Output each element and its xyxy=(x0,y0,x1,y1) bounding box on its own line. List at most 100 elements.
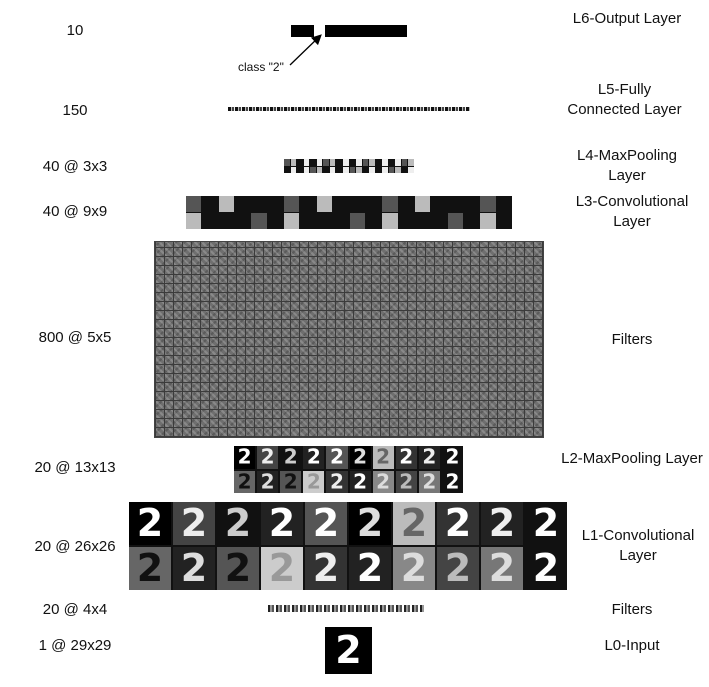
feature-map-cell xyxy=(251,213,267,229)
feature-map-cell xyxy=(267,213,284,229)
feature-map-cell xyxy=(480,213,496,229)
feature-map-cell xyxy=(300,196,316,212)
dim-l0: 1 @ 29x29 xyxy=(38,637,112,654)
feature-map-cell xyxy=(388,166,395,173)
feature-map-cell xyxy=(395,166,401,173)
feature-map-cell xyxy=(401,166,408,173)
filters-800-grid xyxy=(154,241,544,438)
feature-map-cell xyxy=(323,159,329,166)
dim-filters2: 800 @ 5x5 xyxy=(38,329,112,346)
feature-map-cell xyxy=(362,159,369,166)
feature-map-glyph: 2 xyxy=(376,446,391,469)
feature-map-cell xyxy=(284,166,290,173)
label-l0: L0-Input xyxy=(604,637,660,654)
feature-map-cell xyxy=(356,159,362,166)
dim-l4: 40 @ 3x3 xyxy=(42,158,108,175)
feature-map-cell xyxy=(333,213,349,229)
feature-map-glyph: 2 xyxy=(268,502,296,545)
feature-map-cell xyxy=(284,196,300,212)
feature-map-cell xyxy=(431,196,447,212)
label-l5: L5-Fully Connected Layer xyxy=(567,81,682,118)
feature-map-glyph: 2 xyxy=(532,502,560,545)
feature-map-glyph: 2 xyxy=(445,470,460,494)
feature-map-cell xyxy=(356,166,362,173)
feature-map-cell xyxy=(382,159,388,166)
feature-map-cell xyxy=(375,159,382,166)
dim-l3: 40 @ 9x9 xyxy=(42,203,108,220)
feature-map-glyph: 2 xyxy=(237,446,252,469)
dim-filters1: 20 @ 4x4 xyxy=(42,601,108,618)
feature-map: 2 xyxy=(349,446,371,469)
feature-map: 2 xyxy=(173,502,215,545)
feature-map-cell xyxy=(480,196,496,212)
feature-map-glyph: 2 xyxy=(136,547,164,590)
feature-map-glyph: 2 xyxy=(445,446,460,469)
feature-map-cell xyxy=(362,166,369,173)
feature-map-glyph: 2 xyxy=(260,470,275,494)
feature-map-cell xyxy=(202,196,218,212)
feature-map-glyph: 2 xyxy=(312,547,340,590)
feature-map: 2 xyxy=(349,547,391,590)
feature-map-cell xyxy=(336,166,342,173)
feature-map-glyph: 2 xyxy=(136,502,164,545)
feature-map-cell xyxy=(323,166,329,173)
feature-map: 2 xyxy=(437,502,479,545)
feature-map-cell xyxy=(303,159,310,166)
input-digit-glyph: 2 xyxy=(335,627,362,672)
feature-map: 2 xyxy=(372,446,394,469)
feature-map-cell xyxy=(496,213,512,229)
feature-map-glyph: 2 xyxy=(400,547,428,590)
feature-map-glyph: 2 xyxy=(444,547,472,590)
feature-map: 2 xyxy=(395,470,417,494)
filters-20-strip xyxy=(268,605,424,612)
feature-map-cell xyxy=(447,196,463,212)
feature-map-glyph: 2 xyxy=(356,547,384,590)
feature-map: 2 xyxy=(395,446,417,469)
dim-l2: 20 @ 13x13 xyxy=(34,459,116,476)
feature-map: 2 xyxy=(234,446,256,469)
feature-map-glyph: 2 xyxy=(356,502,384,545)
feature-map-cell xyxy=(395,159,401,166)
feature-map-cell xyxy=(297,159,303,166)
feature-map-cell xyxy=(365,213,382,229)
feature-map-glyph: 2 xyxy=(180,547,208,590)
feature-map-cell xyxy=(349,196,365,212)
l3-feature-maps xyxy=(186,196,512,229)
l4-feature-maps xyxy=(284,159,414,173)
feature-map: 2 xyxy=(129,547,171,590)
feature-map-cell xyxy=(290,166,297,173)
feature-map-cell xyxy=(431,213,447,229)
feature-map: 2 xyxy=(418,446,440,469)
feature-map-cell xyxy=(218,196,235,212)
feature-map-glyph: 2 xyxy=(399,470,414,494)
label-l1: L1-Convolutional Layer xyxy=(581,527,695,564)
feature-map: 2 xyxy=(305,547,347,590)
feature-map: 2 xyxy=(280,446,302,469)
feature-map-glyph: 2 xyxy=(399,446,414,469)
class-annotation: class "2" xyxy=(238,60,284,74)
feature-map: 2 xyxy=(261,547,303,590)
feature-map-glyph: 2 xyxy=(444,502,472,545)
feature-map-cell xyxy=(369,159,375,166)
feature-map-cell xyxy=(447,213,463,229)
feature-map: 2 xyxy=(437,547,479,590)
feature-map: 2 xyxy=(349,502,391,545)
feature-map-cell xyxy=(290,159,297,166)
output-unit-bar xyxy=(325,25,407,37)
dim-l5: 150 xyxy=(62,102,88,119)
dim-l6: 10 xyxy=(66,22,84,39)
feature-map-glyph: 2 xyxy=(283,470,298,494)
feature-map: 2 xyxy=(261,502,303,545)
feature-map-cell xyxy=(382,166,388,173)
feature-map-cell xyxy=(342,166,349,173)
feature-map-cell xyxy=(365,196,382,212)
feature-map-cell xyxy=(336,159,342,166)
feature-map: 2 xyxy=(393,502,435,545)
feature-map-cell xyxy=(186,213,202,229)
feature-map-cell xyxy=(342,159,349,166)
feature-map: 2 xyxy=(349,470,371,493)
feature-map-glyph: 2 xyxy=(353,446,367,469)
feature-map: 2 xyxy=(303,446,325,469)
